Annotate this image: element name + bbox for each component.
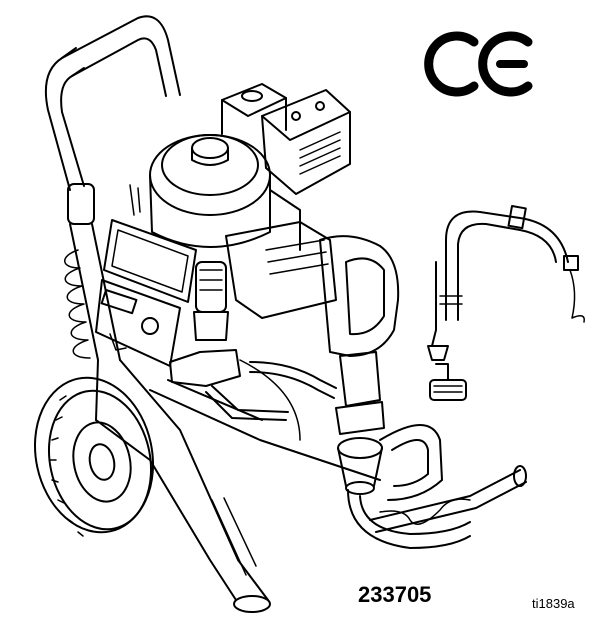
inlet-strainer	[428, 206, 584, 400]
engine	[130, 84, 350, 250]
figure-id: ti1839a	[532, 596, 575, 611]
paint-hose	[206, 362, 336, 420]
filter-assembly	[170, 262, 240, 386]
part-number: 233705	[358, 582, 432, 607]
suction-tube	[348, 466, 526, 548]
pump-lower	[336, 352, 384, 494]
drive-housing	[226, 222, 398, 356]
coiled-cord	[65, 250, 90, 358]
ce-mark	[429, 36, 528, 92]
rear-frame	[150, 360, 442, 500]
wheel	[21, 367, 167, 544]
control-box	[96, 220, 196, 366]
cart-handle	[46, 16, 180, 190]
